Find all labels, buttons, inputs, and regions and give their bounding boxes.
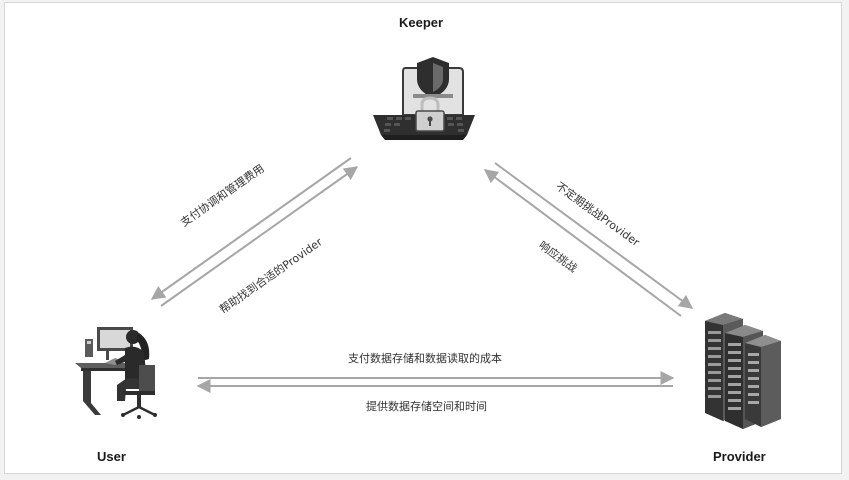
user-workstation-icon xyxy=(75,327,157,419)
keeper-provider-arrows xyxy=(483,162,694,317)
arrow-provider-to-keeper xyxy=(483,169,682,317)
edge-label-pay-storage-costs: 支付数据存储和数据读取的成本 xyxy=(348,352,502,365)
provider-server-icon xyxy=(705,313,781,429)
arrow-keeper-to-provider xyxy=(494,162,694,309)
keeper-label: Keeper xyxy=(399,15,444,30)
arrow-user-to-keeper xyxy=(160,166,359,307)
provider-label: Provider xyxy=(713,449,766,464)
user-keeper-arrows xyxy=(150,157,359,307)
user-provider-arrows xyxy=(196,371,675,393)
user-label: User xyxy=(97,449,126,464)
diagram-graphics xyxy=(75,57,781,429)
arrow-keeper-to-user xyxy=(150,157,352,300)
edge-label-provide-storage: 提供数据存储空间和时间 xyxy=(366,400,487,413)
diagram-canvas: Keeper User Provider 支付协调和管理费用 帮助找到合适的Pr… xyxy=(4,2,842,474)
keeper-laptop-icon xyxy=(373,57,475,140)
